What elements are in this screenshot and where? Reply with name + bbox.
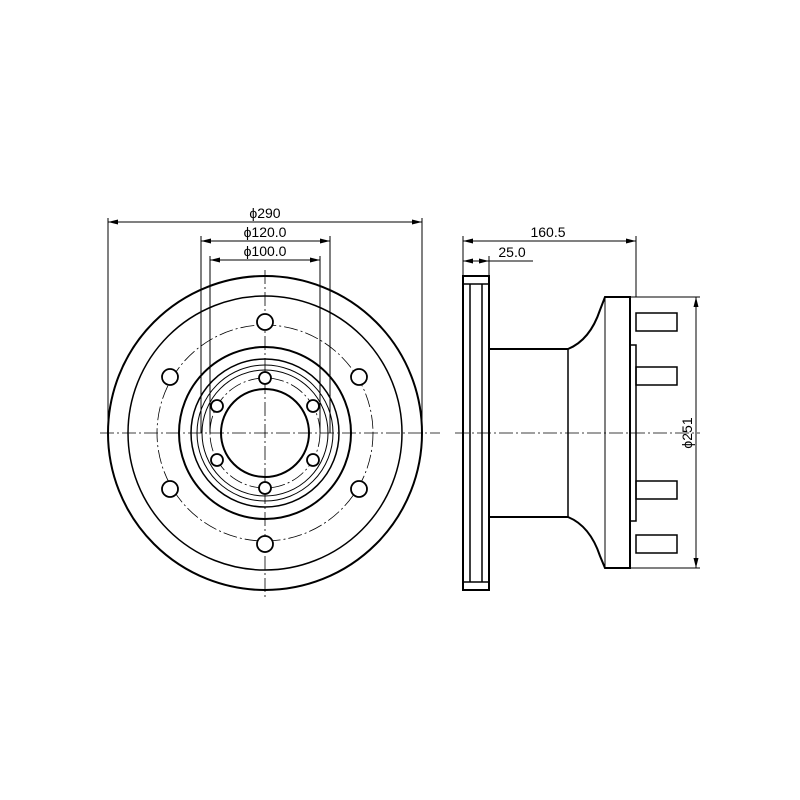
center-bore: [220, 388, 310, 478]
dimension-overall-height: 160.5: [462, 224, 637, 297]
outer-bolt-hole: [350, 368, 368, 386]
outer-bolt-hole: [161, 480, 179, 498]
outer-bolt-hole: [350, 480, 368, 498]
overall-height-label: 160.5: [530, 224, 565, 240]
outer-bolt-holes: [161, 313, 368, 553]
dimension-bore-diameter: ϕ100.0: [209, 243, 321, 433]
inner-bolt-hole: [306, 399, 320, 413]
inner-bolt-hole: [258, 481, 272, 495]
inner-bolt-holes: [210, 371, 320, 495]
inner-bolt-hole: [210, 453, 224, 467]
disc-thickness-label: 25.0: [498, 244, 525, 260]
hub-pilot: [629, 344, 637, 522]
dimension-hub-diameter: ϕ251: [605, 296, 700, 569]
inner-bolt-hole: [306, 453, 320, 467]
disc-friction-ring: [127, 295, 403, 571]
outer-bolt-hole: [161, 368, 179, 386]
wheel-stud: [635, 366, 678, 386]
bore-diameter-label: ϕ100.0: [244, 243, 287, 259]
wheel-stud: [635, 534, 678, 554]
disc-plate-outer: [462, 275, 490, 591]
wheel-studs: [635, 312, 678, 554]
inner-bolt-hole: [258, 371, 272, 385]
outer-bolt-hole: [256, 535, 274, 553]
hub-flange-step: [190, 358, 340, 508]
hub-flange-inner: [196, 364, 334, 502]
pitch-diameter-label: ϕ120.0: [244, 224, 287, 240]
outer-bolt-hole: [256, 313, 274, 331]
hub-flange-outer: [178, 346, 352, 520]
dimension-pitch-diameter: ϕ120.0: [200, 224, 331, 433]
hub-diameter-label: ϕ251: [679, 417, 695, 448]
hub-body: [489, 296, 631, 569]
hub-ring: [201, 369, 329, 497]
wheel-stud: [635, 312, 678, 332]
wheel-stud: [635, 480, 678, 500]
dimension-disc-thickness: 25.0: [463, 244, 533, 276]
dimension-disc-diameter: ϕ290: [107, 205, 423, 433]
front-view: ϕ290 ϕ120.0 ϕ100.0: [100, 205, 440, 600]
disc-diameter-label: ϕ290: [249, 205, 280, 221]
side-view: 160.5 25.0 ϕ251: [455, 224, 700, 591]
inner-bolt-hole: [210, 399, 224, 413]
